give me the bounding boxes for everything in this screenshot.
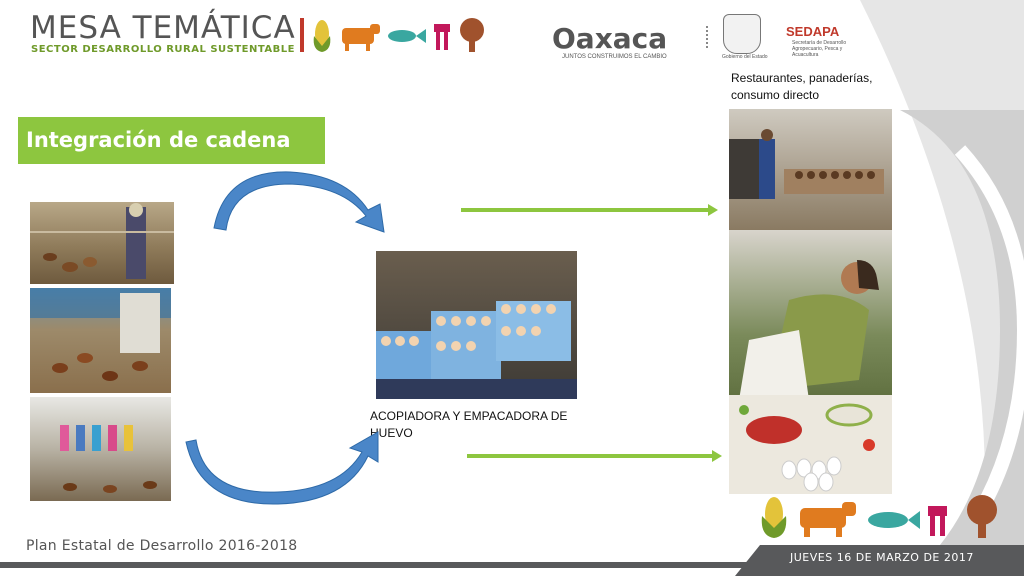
photo-chicken-yard — [30, 202, 174, 284]
sedapa-logo: SEDAPA — [786, 24, 840, 39]
oaxaca-tagline: JUNTOS CONSTRUIMOS EL CAMBIO — [562, 54, 667, 60]
header-icons — [313, 18, 484, 52]
gov-label: Gobierno del Estado — [722, 54, 768, 60]
cow-icon — [800, 502, 856, 537]
footer-icons — [761, 495, 997, 538]
cow-icon — [342, 24, 380, 51]
sedapa-description: Secretaría de Desarrollo Agropecuario, P… — [792, 40, 847, 58]
utensils-icon — [928, 506, 947, 536]
tree-icon — [967, 495, 997, 538]
logo-separator — [706, 26, 710, 48]
curved-arrow-down-icon — [185, 431, 379, 505]
photo-chicken-coop — [30, 288, 171, 393]
caption-acopiadora: ACOPIADORA Y EMPACADORA DE HUEVO — [370, 409, 568, 440]
fish-icon — [388, 29, 426, 43]
green-arrow-top-icon — [461, 204, 718, 216]
photo-farm-workers — [30, 397, 171, 501]
corn-icon — [761, 497, 787, 538]
section-title: Integración de cadena — [26, 128, 291, 152]
sector-subtitle: SECTOR DESARROLLO RURAL SUSTENTABLE — [31, 44, 295, 55]
photo-egg-cartons — [376, 251, 577, 399]
corn-icon — [313, 20, 331, 52]
utensils-icon — [434, 24, 450, 50]
caption-restaurantes: Restaurantes, panaderías, consumo direct… — [731, 71, 873, 102]
photo-cook-preparing-food — [729, 230, 892, 494]
date-label: JUEVES 16 DE MARZO DE 2017 — [790, 551, 974, 564]
fish-icon — [868, 511, 920, 529]
state-seal-icon — [723, 14, 761, 54]
green-arrow-bottom-icon — [467, 450, 722, 462]
header-divider — [300, 18, 304, 52]
mesa-tematica-title: MESA TEMÁTICA — [30, 10, 296, 46]
curved-arrow-up-icon — [213, 171, 385, 233]
tree-icon — [460, 18, 484, 52]
section-banner: Integración de cadena — [18, 117, 325, 164]
oaxaca-logo: Oaxaca — [552, 22, 668, 55]
photo-bakery — [729, 109, 892, 230]
plan-estatal-label: Plan Estatal de Desarrollo 2016-2018 — [26, 538, 298, 554]
